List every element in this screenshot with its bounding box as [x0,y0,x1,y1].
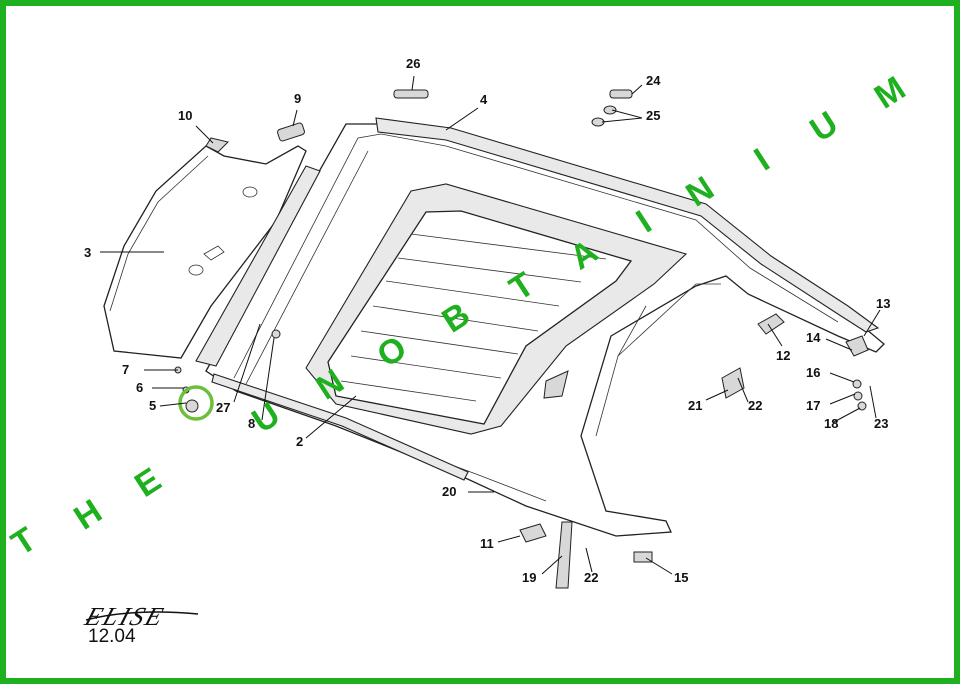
callout-22-upper: 22 [748,398,762,413]
watermark-letter: H [67,492,108,537]
part-16-nut [852,379,862,389]
part-25-washer-a [603,105,617,115]
rear-screen-panel [103,145,307,359]
part-26-clip [393,89,429,99]
callout-16: 16 [806,365,820,380]
callout-10: 10 [178,108,192,123]
callout-12: 12 [776,348,790,363]
watermark-letter: M [868,69,912,116]
watermark-letter: T [6,520,43,563]
callout-17: 17 [806,398,820,413]
callout-2: 2 [296,434,303,449]
watermark-letter: I [748,141,777,178]
callout-11: 11 [480,536,494,551]
callout-15: 15 [674,570,688,585]
page-reference: 12.04 [88,626,136,647]
callout-22-lower: 22 [584,570,598,585]
part-19-trim [555,521,573,589]
highlight-ring [178,385,214,421]
callout-26: 26 [406,56,420,71]
callout-7: 7 [122,362,129,377]
part-12-bracket [757,313,785,335]
part-8-fastener [271,329,281,339]
callout-19: 19 [522,570,536,585]
part-21-plate [721,367,745,399]
part-17-washer [853,391,863,401]
callout-8: 8 [248,416,255,431]
callout-23: 23 [874,416,888,431]
part-5-grommet [185,399,199,413]
callout-21: 21 [688,398,702,413]
callout-18: 18 [824,416,838,431]
watermark-letter: E [128,461,168,505]
callout-9: 9 [294,91,301,106]
side-trim-left [195,165,321,367]
callout-20: 20 [442,484,456,499]
callout-6: 6 [136,380,143,395]
part-11-block [519,523,547,543]
watermark-letter: U [803,104,844,149]
part-9-pad [277,122,305,142]
callout-3: 3 [84,245,91,260]
leader-lines [100,75,881,575]
roof-window-panel [305,183,688,435]
callout-labels: 26 24 25 9 10 4 3 13 14 12 7 16 6 17 5 2… [84,56,890,585]
exploded-parts-diagram: 26 24 25 9 10 4 3 13 14 12 7 16 6 17 5 2… [6,56,912,621]
part-24-bolt [609,89,633,99]
logo-swash [85,611,199,621]
callout-4: 4 [480,92,488,107]
callout-25: 25 [646,108,660,123]
side-trim-lower [211,373,469,481]
callout-24: 24 [646,73,661,88]
callout-5: 5 [149,398,156,413]
callout-13: 13 [876,296,890,311]
callout-14: 14 [806,330,821,345]
callout-27: 27 [216,400,230,415]
part-13-14-hinge [845,335,869,357]
